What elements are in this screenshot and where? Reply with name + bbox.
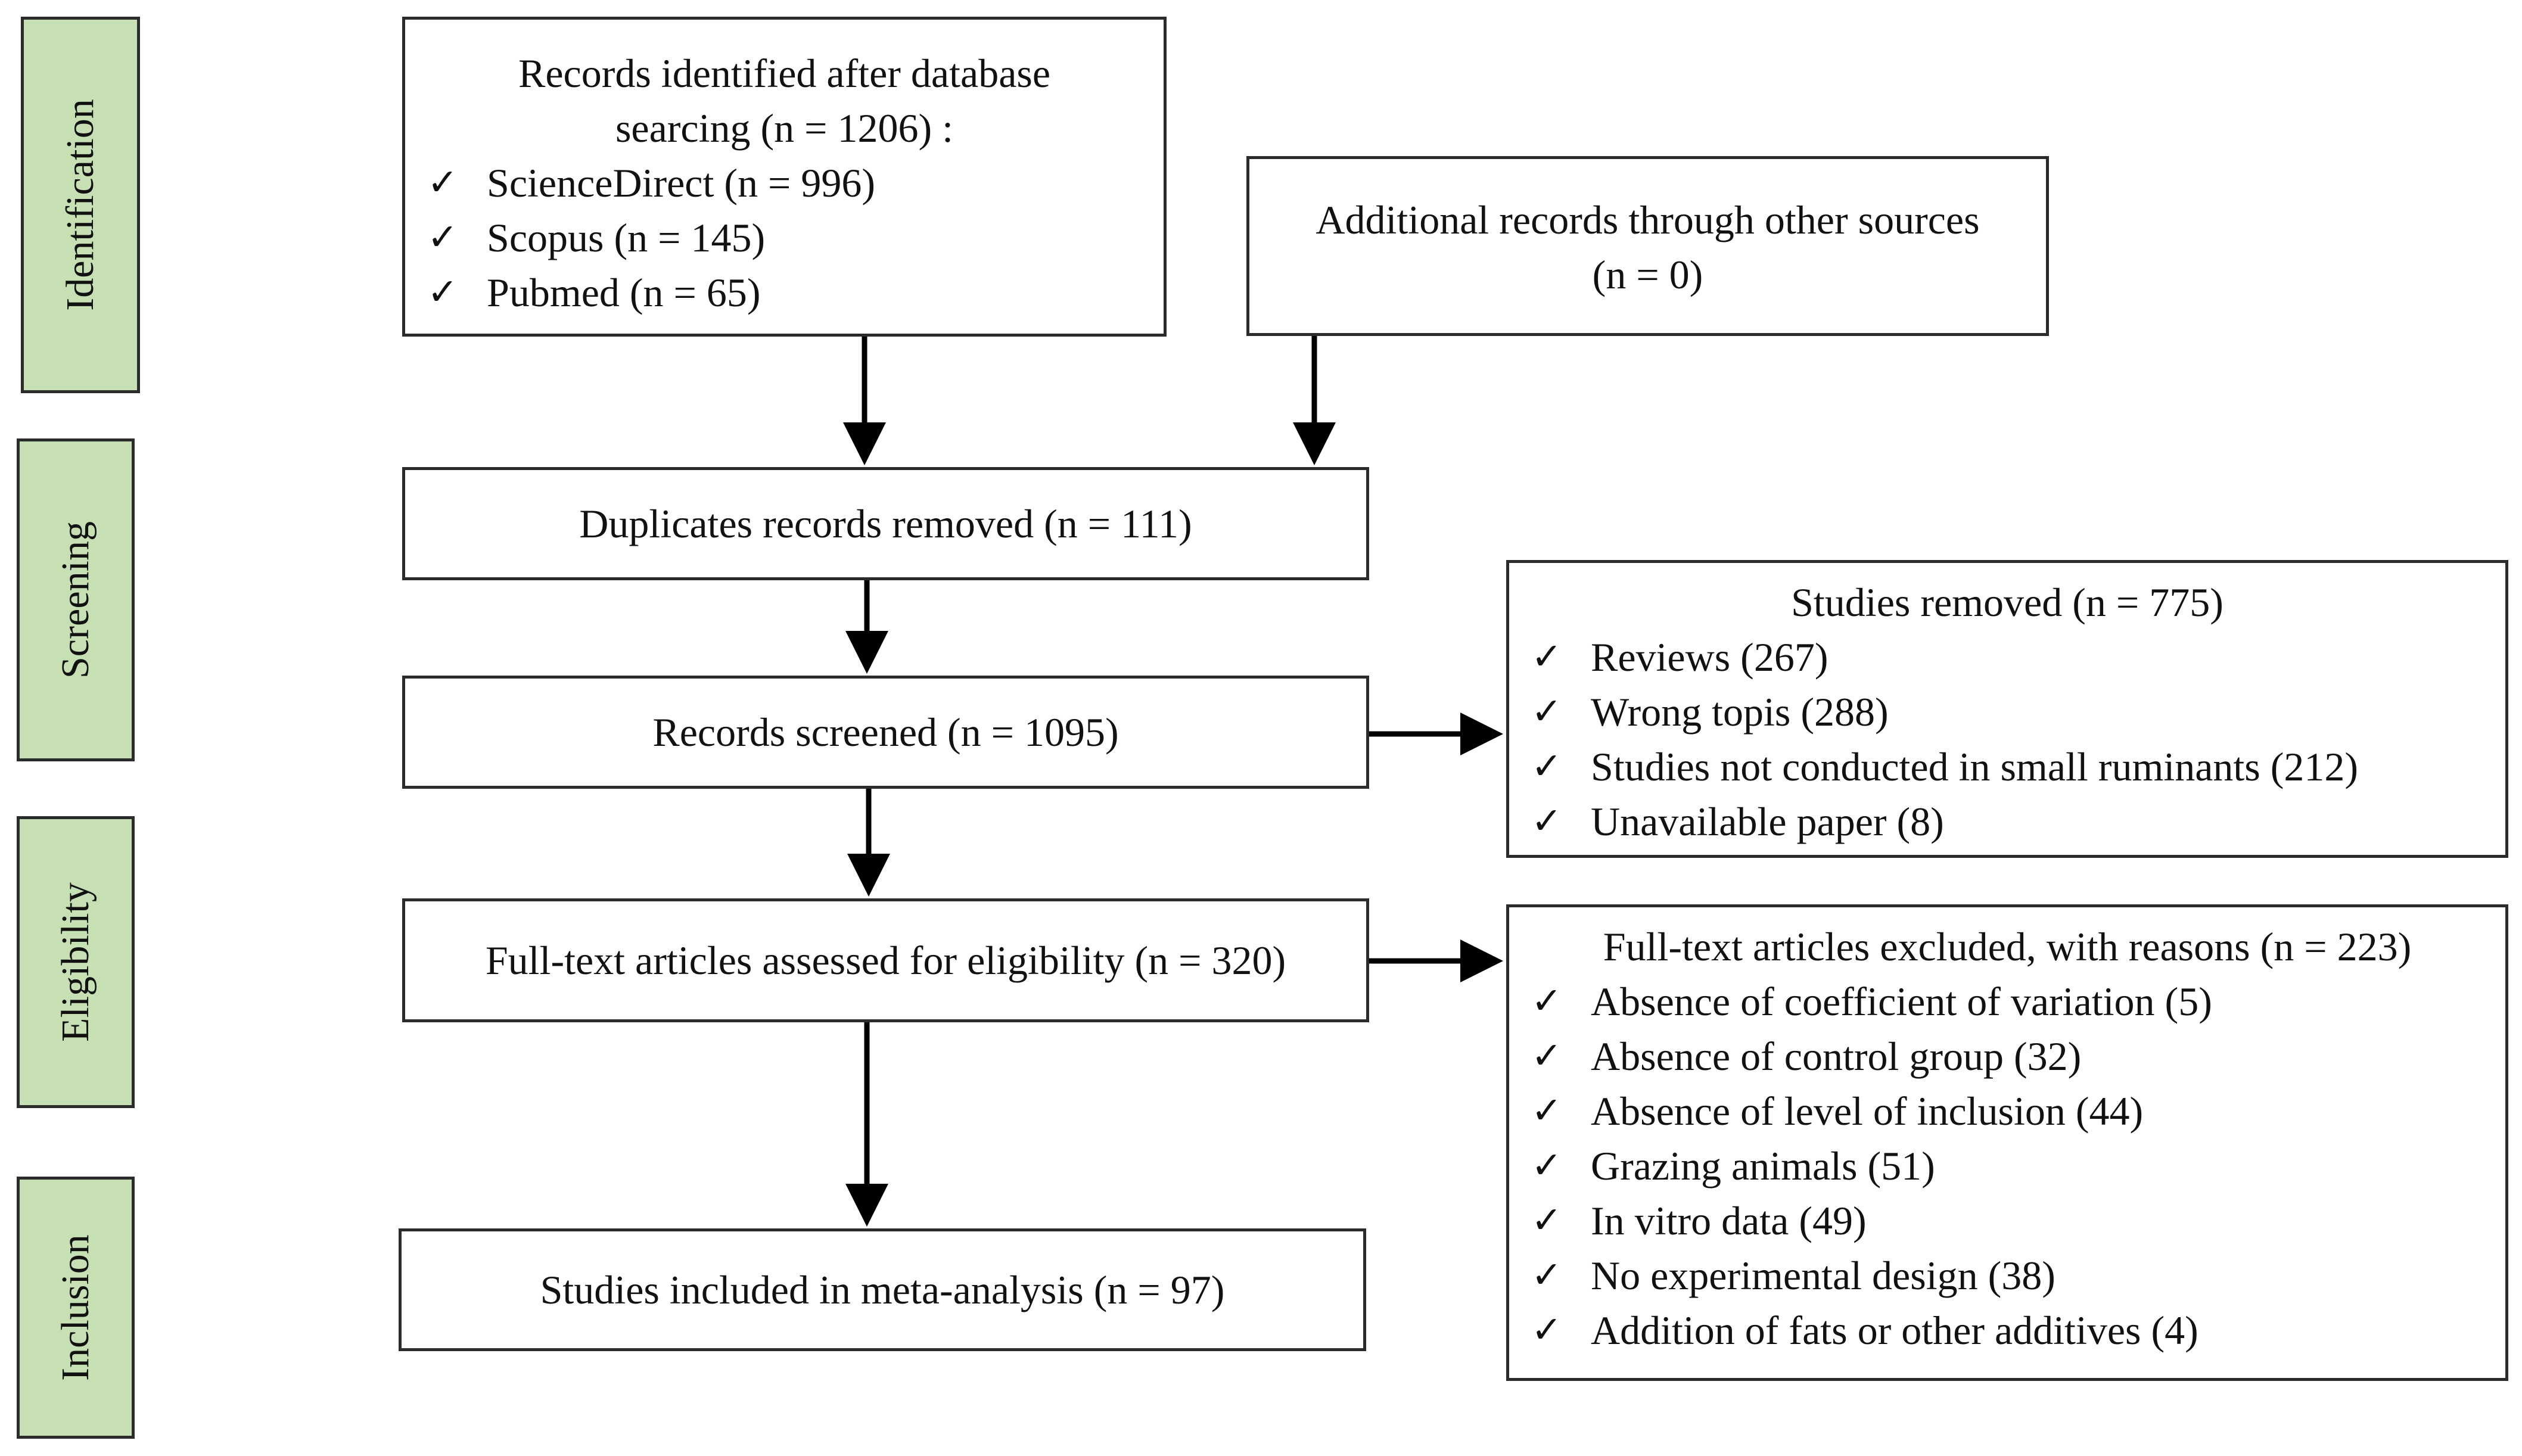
removed-reason-item: ✓ Reviews (267) [1531,630,2505,685]
additional-records-line-2: (n = 0) [1592,252,1703,297]
check-mark-icon: ✓ [1531,1310,1562,1351]
exclusion-reason-label: In vitro data (49) [1591,1198,1867,1243]
check-mark-icon: ✓ [427,217,458,258]
removed-reason-item: ✓ Studies not conducted in small ruminant… [1531,739,2505,794]
check-mark-icon: ✓ [1531,1200,1562,1241]
database-item-label: Scopus (n = 145) [487,215,766,260]
stage-identification: Identification [21,17,140,393]
database-item: ✓ Pubmed (n = 65) [427,265,1164,320]
exclusion-reason-item: ✓ Absence of control group (32) [1531,1029,2505,1084]
full-text-excluded-box: Full-text articles excluded, with reason… [1506,904,2508,1381]
removed-reason-label: Studies not conducted in small ruminants… [1591,744,2359,789]
records-identified-box: Records identified after database searci… [402,17,1167,337]
removed-reason-item: ✓ Unavailable paper (8) [1531,794,2505,849]
exclusion-reason-label: Grazing animals (51) [1591,1143,1935,1189]
exclusion-reason-label: Addition of fats or other additives (4) [1591,1308,2198,1353]
check-mark-icon: ✓ [427,163,458,203]
database-item: ✓ ScienceDirect (n = 996) [427,155,1164,210]
exclusion-reason-item: ✓ No experimental design (38) [1531,1248,2505,1303]
additional-records-box: Additional records through other sources… [1246,156,2049,336]
check-mark-icon: ✓ [1531,1146,1562,1186]
exclusion-reason-item: ✓ Addition of fats or other additives (4) [1531,1303,2505,1358]
check-mark-icon: ✓ [1531,1036,1562,1077]
exclusion-reason-item: ✓ Absence of level of inclusion (44) [1531,1084,2505,1138]
check-mark-icon: ✓ [1531,981,1562,1022]
studies-removed-list: ✓ Reviews (267) ✓ Wrong topis (288) ✓ Studi… [1531,630,2505,849]
full-text-assessed-box: Full-text articles assessed for eligibil… [402,898,1369,1022]
check-mark-icon: ✓ [1531,746,1562,787]
database-item-label: Pubmed (n = 65) [487,270,761,315]
exclusion-reason-item: ✓ Grazing animals (51) [1531,1138,2505,1193]
additional-records-line-1: Additional records through other sources [1316,197,1980,242]
database-item-label: ScienceDirect (n = 996) [487,160,875,206]
full-text-excluded-title: Full-text articles excluded, with reason… [1603,924,2412,969]
studies-removed-box: Studies removed (n = 775) ✓ Reviews (267)… [1506,560,2508,858]
records-screened-box: Records screened (n = 1095) [402,676,1369,789]
check-mark-icon: ✓ [1531,1255,1562,1296]
check-mark-icon: ✓ [1531,692,1562,732]
stage-eligibility: Eligibility [17,816,135,1108]
exclusion-reason-label: No experimental design (38) [1591,1253,2055,1298]
check-mark-icon: ✓ [1531,801,1562,842]
database-list: ✓ ScienceDirect (n = 996) ✓ Scopus (n = 14… [427,155,1164,320]
exclusion-reason-list: ✓ Absence of coefficient of variation (5)… [1531,974,2505,1358]
exclusion-reason-label: Absence of control group (32) [1591,1034,2082,1079]
removed-reason-label: Reviews (267) [1591,634,1828,680]
exclusion-reason-item: ✓ Absence of coefficient of variation (5) [1531,974,2505,1029]
records-identified-title-2: searcing (n = 1206) : [615,105,954,151]
removed-reason-item: ✓ Wrong topis (288) [1531,685,2505,739]
studies-included-box: Studies included in meta-analysis (n = 9… [399,1228,1366,1351]
check-mark-icon: ✓ [1531,637,1562,677]
check-mark-icon: ✓ [427,272,458,313]
removed-reason-label: Unavailable paper (8) [1591,799,1944,844]
duplicates-removed-box: Duplicates records removed (n = 111) [402,467,1369,580]
database-item: ✓ Scopus (n = 145) [427,210,1164,265]
studies-removed-title: Studies removed (n = 775) [1791,580,2224,625]
exclusion-reason-item: ✓ In vitro data (49) [1531,1193,2505,1248]
check-mark-icon: ✓ [1531,1091,1562,1131]
exclusion-reason-label: Absence of level of inclusion (44) [1591,1088,2144,1134]
stage-screening: Screening [17,438,135,761]
exclusion-reason-label: Absence of coefficient of variation (5) [1591,979,2212,1024]
removed-reason-label: Wrong topis (288) [1591,689,1889,735]
records-identified-title-1: Records identified after database [518,51,1051,96]
stage-inclusion: Inclusion [17,1177,135,1439]
